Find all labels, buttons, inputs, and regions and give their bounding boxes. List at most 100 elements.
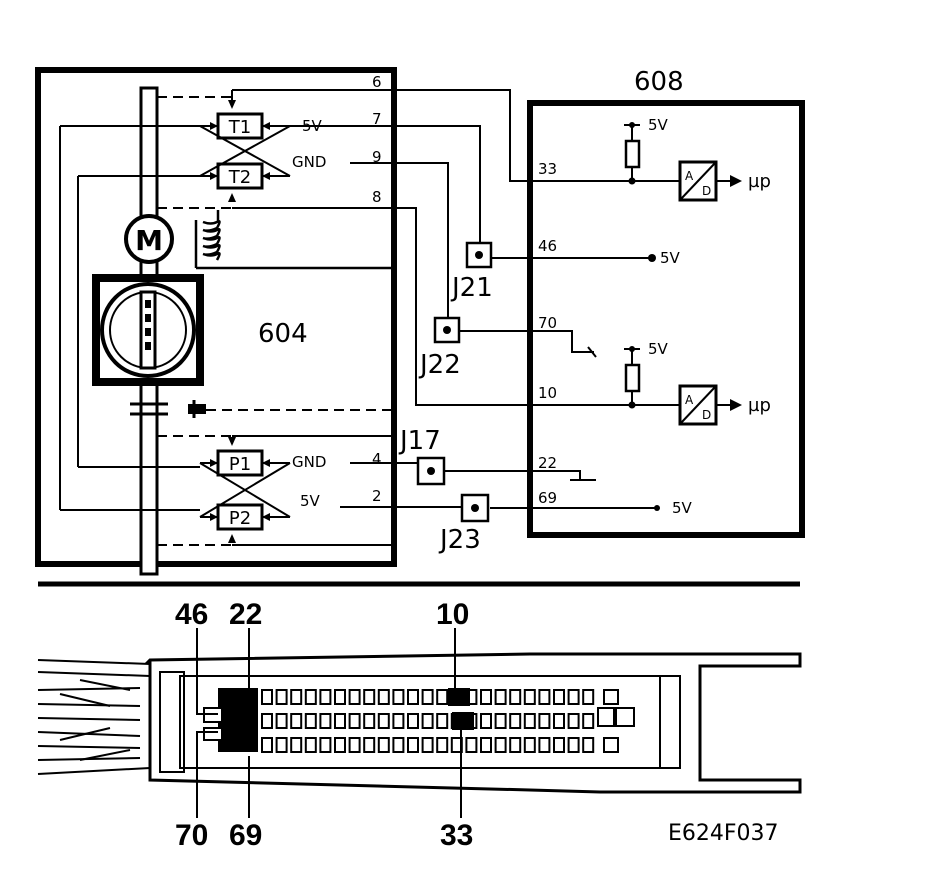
wire-9-label: 9 bbox=[372, 148, 382, 166]
dashed-linkages bbox=[157, 96, 232, 546]
ecu-pin-46: 46 bbox=[538, 237, 557, 255]
module-604-label: 604 bbox=[258, 319, 308, 349]
microprocessor-label-top: µp bbox=[748, 171, 771, 192]
ecu-pin-69: 69 bbox=[538, 489, 557, 507]
connector-pin-cavity bbox=[538, 713, 551, 729]
sensor-wiring bbox=[59, 89, 394, 546]
connector-pin-cavity bbox=[290, 713, 303, 729]
module-604: 604 M bbox=[35, 67, 397, 576]
connector-pin-cavity bbox=[494, 737, 507, 753]
connector-pin-cavity bbox=[553, 713, 565, 729]
motor-symbol bbox=[124, 214, 174, 264]
connector-pin-cavity bbox=[567, 737, 580, 753]
connector-pin-cavity bbox=[392, 713, 405, 729]
t1-supply-label: 5V bbox=[302, 117, 323, 135]
connector-end-cavity bbox=[603, 737, 619, 753]
connector-pin-cavity bbox=[538, 689, 551, 705]
figure-reference: E624F037 bbox=[668, 821, 779, 846]
connector-pin-cavity bbox=[523, 737, 536, 753]
sensor-p2-label: P2 bbox=[229, 508, 251, 529]
ad-bottom-d: D bbox=[702, 408, 711, 422]
connector-pin-cavity bbox=[392, 737, 405, 753]
connector-label-10: 10 bbox=[436, 598, 469, 631]
connector-pin-cavity bbox=[363, 689, 376, 705]
microprocessor-label-bottom: µp bbox=[748, 395, 771, 416]
connector-pin-cavity bbox=[304, 713, 317, 729]
connector-pin-cavity bbox=[261, 689, 273, 705]
wire-7-label: 7 bbox=[372, 110, 382, 128]
sensor-p1-label: P1 bbox=[229, 454, 251, 475]
module-608-frame bbox=[527, 100, 805, 538]
arrow-to-mp-bottom bbox=[730, 399, 742, 411]
connector-pin-cavity bbox=[304, 737, 317, 753]
connector-pin-cavity bbox=[275, 689, 288, 705]
ad-bottom-a: A bbox=[685, 393, 694, 407]
connector-pin-cavity bbox=[421, 689, 434, 705]
junction-j17-label: J17 bbox=[398, 426, 441, 456]
connector-pin-cavity bbox=[348, 713, 361, 729]
connector-label-33: 33 bbox=[440, 819, 473, 852]
connector-pin-cavity bbox=[421, 713, 434, 729]
connector-pin-cavity bbox=[480, 713, 492, 729]
connector-pin-cavity bbox=[275, 737, 288, 753]
connector-pin-cavity bbox=[392, 689, 405, 705]
connector-pin-highlight bbox=[218, 688, 258, 752]
t2-ground-label: GND bbox=[292, 153, 326, 171]
module-604-frame bbox=[35, 67, 397, 567]
connector-pin-cavity bbox=[567, 713, 580, 729]
junction-j21: J21 bbox=[450, 241, 493, 303]
limp-home-screw bbox=[188, 400, 394, 418]
sensor-p1: P1 bbox=[216, 437, 264, 477]
wire-6-label: 6 bbox=[372, 73, 382, 91]
sensor-t1-label: T1 bbox=[228, 117, 251, 138]
connector-pin-cavity bbox=[334, 737, 346, 753]
connector-pointers bbox=[196, 628, 462, 818]
connector-label-22: 22 bbox=[229, 598, 262, 631]
connector-pin-cavity bbox=[319, 713, 332, 729]
connector-pin-cavity bbox=[304, 689, 317, 705]
connector-pin-cavity bbox=[582, 737, 595, 753]
connector-pin-cavity bbox=[319, 689, 332, 705]
wire-2-label: 2 bbox=[372, 487, 382, 505]
junction-j21-label: J21 bbox=[450, 273, 493, 303]
connector-pin-cavity bbox=[377, 737, 390, 753]
connector-pin-cavity bbox=[290, 737, 303, 753]
connector-pin-cavity bbox=[480, 689, 492, 705]
connector-pin-cavity bbox=[509, 737, 522, 753]
module-608: 608 A bbox=[527, 67, 805, 538]
sensor-t2-label: T2 bbox=[228, 167, 251, 188]
connector-pin-cavity bbox=[348, 737, 361, 753]
p2-supply-label: 5V bbox=[300, 492, 321, 510]
connector-label-46: 46 bbox=[175, 598, 208, 631]
junction-j22: J22 bbox=[418, 316, 461, 380]
connector-pin-cavity bbox=[407, 737, 419, 753]
connector-pin-cavity bbox=[538, 737, 551, 753]
connector-pin-cavity bbox=[436, 737, 449, 753]
connector-pin-cavity bbox=[334, 713, 346, 729]
ecu-connector: 46 22 10 70 69 33 bbox=[37, 598, 802, 852]
ecu-pin-33: 33 bbox=[538, 160, 557, 178]
resistor-bottom bbox=[624, 363, 641, 393]
sensor-t2: T2 bbox=[216, 162, 264, 202]
connector-pin-cavity bbox=[494, 689, 507, 705]
ad-converter-top: A D bbox=[678, 160, 718, 202]
connector-pin-cavity bbox=[421, 737, 434, 753]
connector-pin-highlight bbox=[448, 688, 470, 706]
junction-j23-label: J23 bbox=[438, 525, 481, 555]
connector-label-69: 69 bbox=[229, 819, 262, 852]
connector-pin-cavity bbox=[261, 737, 273, 753]
ecu-pin-70: 70 bbox=[538, 314, 557, 332]
resistor-top bbox=[624, 139, 641, 169]
ecu-5v-j21: 5V bbox=[660, 249, 681, 267]
connector-pin-cavity bbox=[567, 689, 580, 705]
junction-j17: J17 bbox=[398, 426, 446, 486]
connector-end-cavity bbox=[597, 707, 615, 727]
connector-pin-cavity bbox=[494, 713, 507, 729]
ad-top-d: D bbox=[702, 184, 711, 198]
connector-pin-cavity bbox=[436, 689, 449, 705]
connector-pin-cavity bbox=[290, 689, 303, 705]
connector-pin-cavity bbox=[465, 737, 478, 753]
ecu-5v-top: 5V bbox=[648, 116, 669, 134]
connector-pin-cavity bbox=[363, 713, 376, 729]
